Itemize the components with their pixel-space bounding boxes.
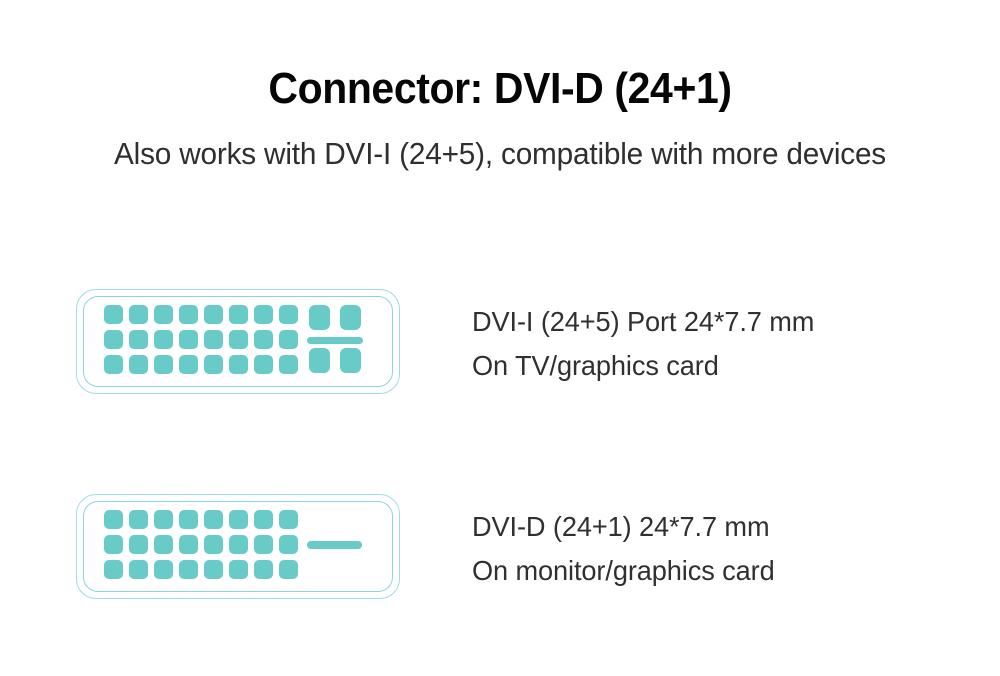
pin bbox=[129, 305, 148, 324]
analog-pin bbox=[340, 305, 361, 330]
pin bbox=[229, 330, 248, 349]
pin bbox=[279, 560, 298, 579]
pin bbox=[129, 510, 148, 529]
page-subtitle: Also works with DVI-I (24+5), compatible… bbox=[113, 136, 886, 171]
dvi-d-caption: DVI-D (24+1) 24*7.7 mm On monitor/graphi… bbox=[472, 505, 992, 593]
flat-blade-pin bbox=[307, 337, 363, 344]
pin bbox=[279, 535, 298, 554]
pin bbox=[204, 560, 223, 579]
pin bbox=[179, 305, 198, 324]
pin bbox=[279, 330, 298, 349]
dvi-i-caption-line-1: DVI-I (24+5) Port 24*7.7 mm bbox=[472, 306, 815, 337]
pin bbox=[179, 510, 198, 529]
pin bbox=[129, 330, 148, 349]
pin bbox=[154, 355, 173, 374]
pin bbox=[104, 330, 123, 349]
dvi-i-analog-pin-section bbox=[307, 305, 363, 388]
pin bbox=[254, 330, 273, 349]
pin bbox=[279, 510, 298, 529]
dvi-i-connector-diagram bbox=[76, 289, 400, 394]
dvi-d-digital-pin-grid bbox=[104, 510, 298, 579]
page-title: Connector: DVI-D (24+1) bbox=[268, 64, 732, 113]
pin bbox=[204, 510, 223, 529]
dvi-d-caption-line-1: DVI-D (24+1) 24*7.7 mm bbox=[472, 511, 770, 542]
pin bbox=[154, 535, 173, 554]
pin bbox=[104, 510, 123, 529]
dvi-d-connector-diagram bbox=[76, 494, 400, 599]
pin bbox=[154, 510, 173, 529]
pin bbox=[204, 305, 223, 324]
analog-pin bbox=[309, 348, 330, 373]
pin bbox=[229, 355, 248, 374]
pin bbox=[129, 535, 148, 554]
pin bbox=[254, 535, 273, 554]
pin bbox=[229, 560, 248, 579]
pin bbox=[104, 355, 123, 374]
pin bbox=[104, 560, 123, 579]
pin bbox=[279, 305, 298, 324]
pin bbox=[204, 330, 223, 349]
pin bbox=[154, 560, 173, 579]
pin bbox=[154, 330, 173, 349]
analog-pin bbox=[340, 348, 361, 373]
dvi-i-caption-line-2: On TV/graphics card bbox=[472, 350, 719, 381]
pin bbox=[254, 305, 273, 324]
dvi-i-digital-pin-grid bbox=[104, 305, 298, 374]
pin bbox=[254, 355, 273, 374]
pin bbox=[104, 535, 123, 554]
pin bbox=[254, 560, 273, 579]
pin bbox=[204, 535, 223, 554]
pin bbox=[279, 355, 298, 374]
pin bbox=[179, 355, 198, 374]
pin bbox=[104, 305, 123, 324]
dvi-i-caption: DVI-I (24+5) Port 24*7.7 mm On TV/graphi… bbox=[472, 300, 992, 388]
pin bbox=[254, 510, 273, 529]
pin bbox=[204, 355, 223, 374]
pin bbox=[229, 535, 248, 554]
pin bbox=[129, 560, 148, 579]
analog-pin bbox=[309, 305, 330, 330]
pin bbox=[229, 510, 248, 529]
dvi-d-caption-line-2: On monitor/graphics card bbox=[472, 555, 775, 586]
pin bbox=[229, 305, 248, 324]
pin bbox=[179, 535, 198, 554]
pin bbox=[129, 355, 148, 374]
pin bbox=[179, 330, 198, 349]
flat-blade-pin bbox=[307, 541, 362, 549]
pin bbox=[154, 305, 173, 324]
pin bbox=[179, 560, 198, 579]
